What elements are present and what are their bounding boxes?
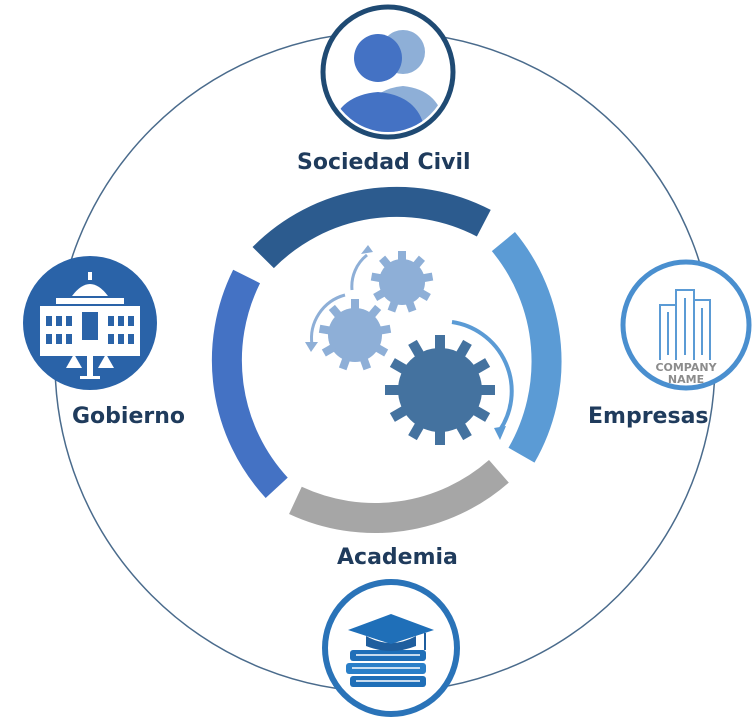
segment-left xyxy=(211,269,288,498)
empresas-badge xyxy=(620,259,752,391)
company-logo-icon xyxy=(659,289,711,360)
government-building-icon xyxy=(40,272,140,379)
segment-bottom xyxy=(289,459,509,533)
segment-right xyxy=(491,232,562,463)
gobierno-label: Gobierno xyxy=(72,404,186,429)
books-graduation-cap-icon xyxy=(346,614,434,687)
academia-label: Academia xyxy=(337,545,458,570)
sociedad-civil-badge xyxy=(320,4,456,140)
company-logo-text-2: NAME xyxy=(668,373,704,386)
gobierno-badge xyxy=(23,256,157,390)
academia-badge xyxy=(322,579,460,717)
sociedad-civil-label: Sociedad Civil xyxy=(297,150,471,175)
company-logo-text-1: COMPANY xyxy=(655,361,717,374)
cycle-ring xyxy=(211,186,562,533)
empresas-label: Empresas xyxy=(588,404,709,429)
segment-top xyxy=(252,186,491,269)
gears-icon xyxy=(305,245,514,445)
